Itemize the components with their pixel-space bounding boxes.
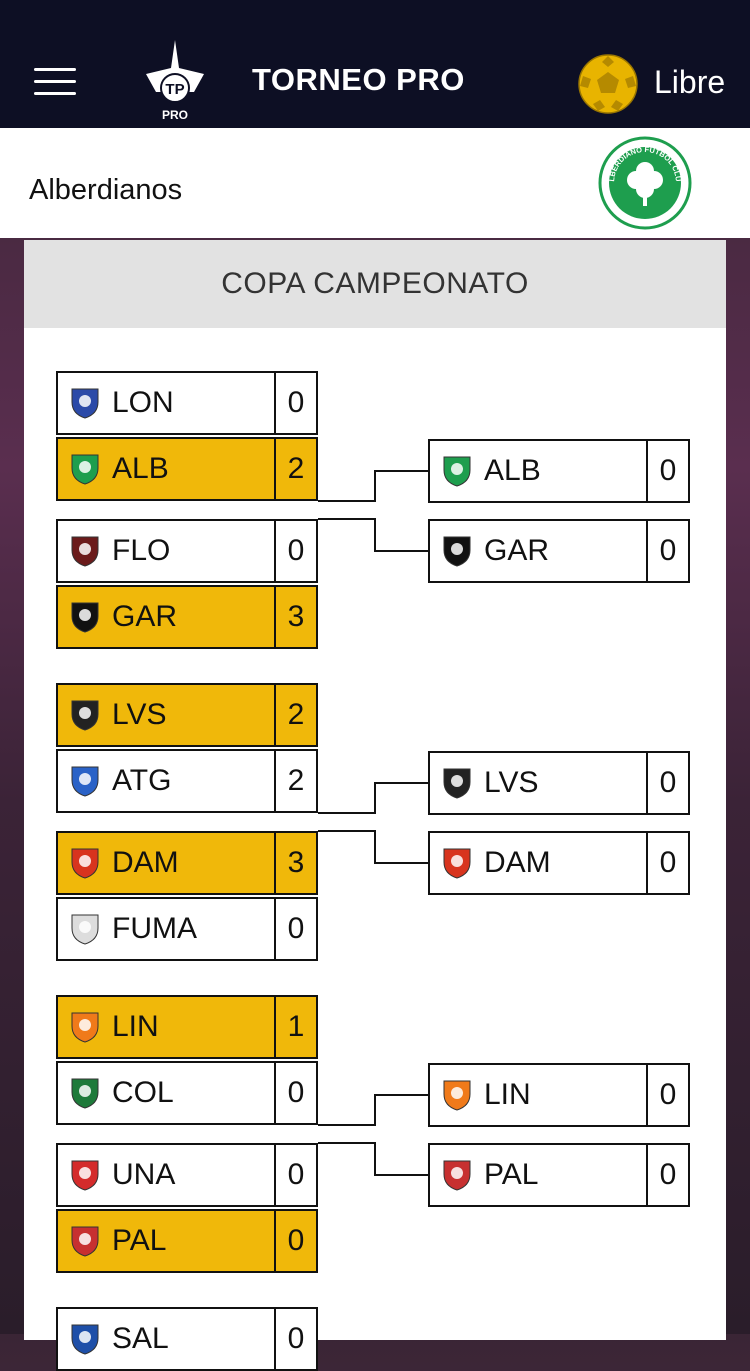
team-abbr: SAL [112,1322,169,1355]
team-score: 0 [646,753,688,813]
sal-crest-icon [71,1324,99,1355]
team-score: 0 [274,899,316,959]
team-score: 2 [274,439,316,499]
svg-text:PRO: PRO [162,108,188,122]
gar-crest-icon [71,602,99,633]
una-crest-icon [71,1160,99,1191]
team-score: 0 [646,441,688,501]
svg-text:TP: TP [165,81,184,98]
team-abbr: FUMA [112,912,197,945]
gar-crest-icon [443,536,471,567]
team-slot[interactable]: FUMA 0 [56,897,318,961]
alb-crest-icon [71,454,99,485]
lvs-crest-icon [71,700,99,731]
team-score: 0 [274,1145,316,1205]
team-score: 0 [274,1063,316,1123]
team-score: 2 [274,685,316,745]
team-abbr: LIN [112,1010,159,1043]
team-slot[interactable]: ATG 2 [56,749,318,813]
team-abbr: LVS [112,698,167,731]
fuma-crest-icon [71,914,99,945]
team-abbr: LON [112,386,174,419]
team-abbr: ALB [484,454,541,487]
team-abbr: UNA [112,1158,176,1191]
pal-crest-icon [443,1160,471,1191]
team-slot[interactable]: LIN 0 [428,1063,690,1127]
team-score: 1 [274,997,316,1057]
team-abbr: COL [112,1076,174,1109]
team-score: 0 [274,1309,316,1369]
app-title: TORNEO PRO [252,62,465,97]
team-slot[interactable]: ALB 2 [56,437,318,501]
team-abbr: FLO [112,534,171,567]
team-abbr: PAL [484,1158,539,1191]
cup-title: COPA CAMPEONATO [24,240,726,328]
team-abbr: PAL [112,1224,167,1257]
team-abbr: GAR [484,534,550,567]
menu-icon[interactable] [34,66,78,96]
team-score: 0 [646,833,688,893]
team-slot[interactable]: LON 0 [56,371,318,435]
team-score: 0 [646,1065,688,1125]
team-slot[interactable]: PAL 0 [428,1143,690,1207]
mode-label[interactable]: Libre [654,64,726,100]
team-slot[interactable]: UNA 0 [56,1143,318,1207]
soccer-ball-icon[interactable] [578,54,638,114]
team-abbr: ATG [112,764,172,797]
team-slot[interactable]: LVS 0 [428,751,690,815]
team-score: 0 [274,373,316,433]
team-score: 0 [646,1145,688,1205]
alb-crest-icon [443,456,471,487]
team-score: 0 [274,1211,316,1271]
team-abbr: ALB [112,452,169,485]
team-slot[interactable]: GAR 3 [56,585,318,649]
team-crest-icon: ALBERDIANO FUTBOL CLUB [598,136,692,230]
team-score: 3 [274,587,316,647]
team-name: Alberdianos [29,174,183,206]
atg-crest-icon [71,766,99,797]
team-slot[interactable]: FLO 0 [56,519,318,583]
team-abbr: DAM [112,846,179,879]
team-abbr: LIN [484,1078,531,1111]
team-slot[interactable]: GAR 0 [428,519,690,583]
team-slot[interactable]: COL 0 [56,1061,318,1125]
team-slot[interactable]: LVS 2 [56,683,318,747]
team-score: 3 [274,833,316,893]
lin-crest-icon [71,1012,99,1043]
col-crest-icon [71,1078,99,1109]
team-slot[interactable]: LIN 1 [56,995,318,1059]
team-slot[interactable]: DAM 3 [56,831,318,895]
team-slot[interactable]: PAL 0 [56,1209,318,1273]
lin-crest-icon [443,1080,471,1111]
dam-crest-icon [443,848,471,879]
torneo-pro-logo: TP PRO [146,40,204,122]
team-slot[interactable]: SAL 0 [56,1307,318,1371]
dam-crest-icon [71,848,99,879]
team-abbr: DAM [484,846,551,879]
team-abbr: LVS [484,766,539,799]
lvs-crest-icon [443,768,471,799]
team-score: 0 [274,521,316,581]
team-slot[interactable]: ALB 0 [428,439,690,503]
flo-crest-icon [71,536,99,567]
top-bar: TP PRO TORNEO PRO Libre [0,0,750,128]
team-score: 2 [274,751,316,811]
team-slot[interactable]: DAM 0 [428,831,690,895]
team-score: 0 [646,521,688,581]
pal-crest-icon [71,1226,99,1257]
team-abbr: GAR [112,600,178,633]
lon-crest-icon [71,388,99,419]
